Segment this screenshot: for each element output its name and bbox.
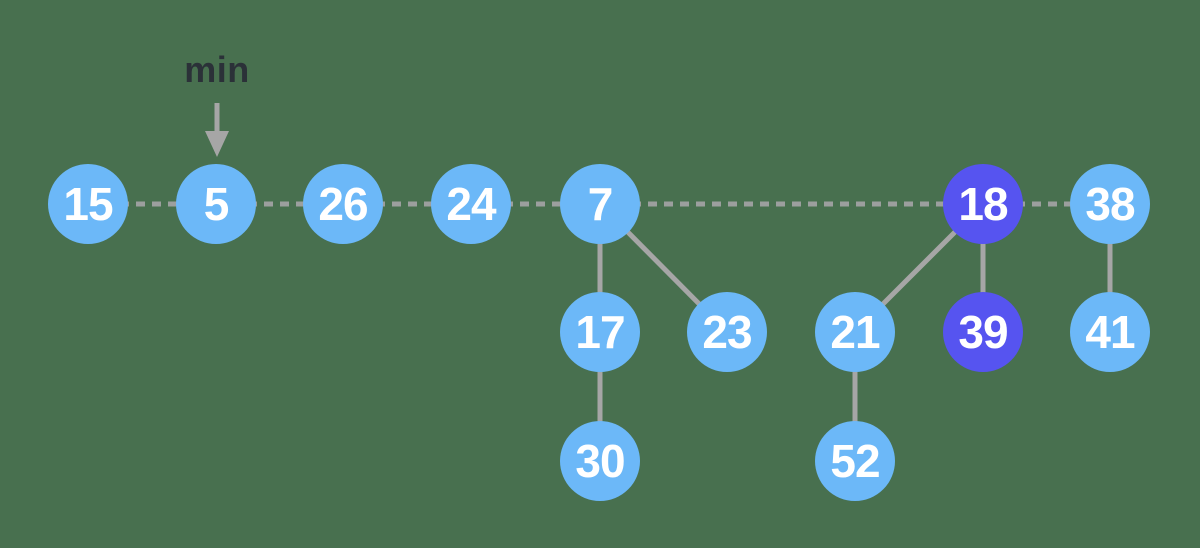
heap-node-value: 39 [958, 306, 1007, 358]
heap-node-value: 17 [575, 306, 624, 358]
heap-node-value: 24 [446, 178, 497, 230]
heap-node-circle [48, 164, 128, 244]
heap-node-18: 18 [943, 164, 1023, 244]
heap-node-21: 21 [815, 292, 895, 372]
heap-node-circle [560, 164, 640, 244]
heap-node-26: 26 [303, 164, 383, 244]
heap-node-circle [687, 292, 767, 372]
heap-node-value: 21 [830, 306, 880, 358]
heap-node-24: 24 [431, 164, 511, 244]
heap-node-circle [1070, 164, 1150, 244]
min-arrow-head [205, 131, 229, 157]
heap-node-value: 38 [1085, 178, 1135, 230]
heap-node-41: 41 [1070, 292, 1150, 372]
heap-node-circle [560, 292, 640, 372]
heap-node-30: 30 [560, 421, 640, 501]
heap-node-value: 7 [588, 178, 613, 230]
heap-node-value: 15 [63, 178, 113, 230]
heap-node-value: 5 [204, 178, 229, 230]
heap-node-7: 7 [560, 164, 640, 244]
heap-node-39: 39 [943, 292, 1023, 372]
heap-node-5: 5 [176, 164, 256, 244]
heap-node-23: 23 [687, 292, 767, 372]
heap-node-value: 18 [958, 178, 1008, 230]
heap-node-circle [431, 164, 511, 244]
heap-node-value: 41 [1085, 306, 1135, 358]
heap-node-value: 30 [575, 435, 624, 487]
heap-node-circle [560, 421, 640, 501]
min-pointer-label: min [184, 49, 250, 90]
heap-node-value: 26 [318, 178, 367, 230]
heap-node-52: 52 [815, 421, 895, 501]
heap-node-circle [815, 292, 895, 372]
heap-node-value: 52 [830, 435, 879, 487]
heap-node-circle [815, 421, 895, 501]
heap-node-circle [943, 292, 1023, 372]
heap-node-circle [303, 164, 383, 244]
heap-node-circle [1070, 292, 1150, 372]
heap-node-38: 38 [1070, 164, 1150, 244]
heap-node-circle [176, 164, 256, 244]
heap-node-value: 23 [702, 306, 751, 358]
heap-node-circle [943, 164, 1023, 244]
heap-node-15: 15 [48, 164, 128, 244]
heap-node-17: 17 [560, 292, 640, 372]
